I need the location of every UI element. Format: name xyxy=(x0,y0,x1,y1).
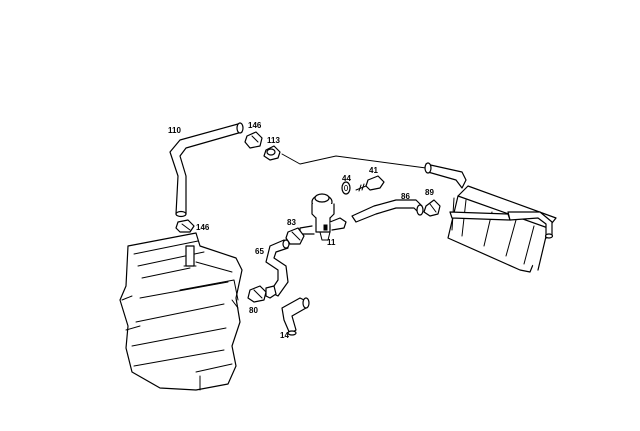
callout-83: 83 xyxy=(287,218,296,227)
callout-146-top: 146 xyxy=(248,121,262,130)
callout-89: 89 xyxy=(425,188,434,197)
heater-core xyxy=(424,162,557,273)
screw-41 xyxy=(355,175,385,192)
hose-110 xyxy=(169,122,244,218)
callout-11: 11 xyxy=(327,238,336,247)
callout-146-lower: 146 xyxy=(196,223,210,232)
hose-86 xyxy=(351,199,424,223)
hose-clamp-80 xyxy=(247,285,277,303)
callout-110: 110 xyxy=(168,126,181,135)
hose-clamp-146-top xyxy=(244,131,263,149)
hose-65 xyxy=(265,239,290,297)
engine-block xyxy=(119,232,243,391)
hose-clamp-83 xyxy=(285,227,305,245)
pipe-113-to-heater xyxy=(281,153,427,169)
seal-ring-44 xyxy=(341,181,351,195)
hose-clamp-146-lower xyxy=(175,219,195,233)
callout-80: 80 xyxy=(249,306,258,315)
callout-113: 113 xyxy=(267,136,280,145)
callout-86: 86 xyxy=(401,192,410,201)
cap-113 xyxy=(263,145,281,161)
valve-11 xyxy=(299,193,347,241)
callout-41: 41 xyxy=(369,166,378,175)
callout-14: 14 xyxy=(280,331,289,340)
callout-65: 65 xyxy=(255,247,264,256)
hose-14 xyxy=(281,297,310,336)
callout-44: 44 xyxy=(342,174,351,183)
hose-clamp-89 xyxy=(423,199,441,217)
